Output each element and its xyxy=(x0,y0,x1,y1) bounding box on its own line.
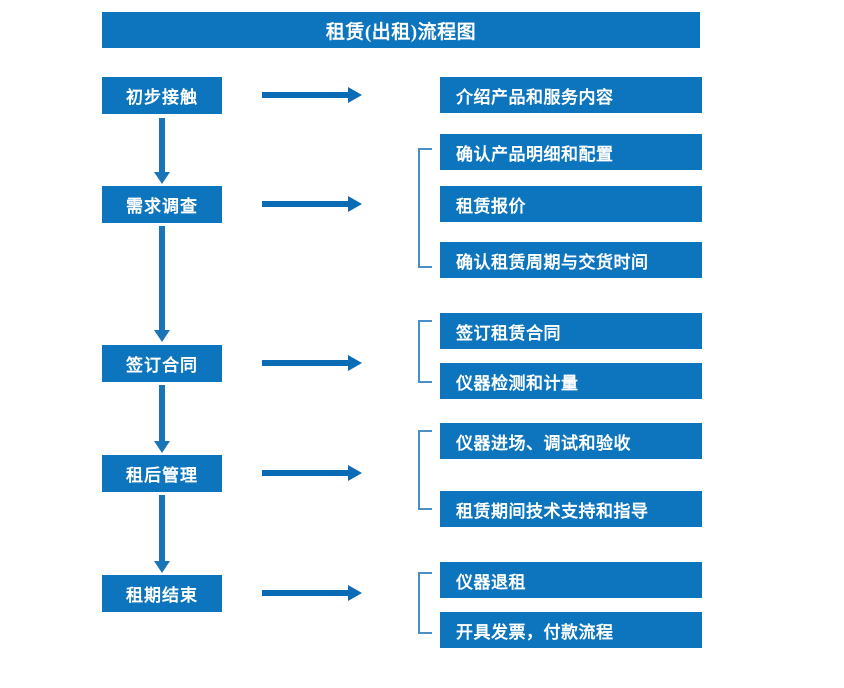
detail-box-1[interactable]: 介绍产品和服务内容 xyxy=(440,77,702,113)
arrow-down-2 xyxy=(151,226,173,342)
arrow-head xyxy=(154,330,170,342)
detail-box-4[interactable]: 确认租赁周期与交货时间 xyxy=(440,242,702,278)
arrow-shaft xyxy=(159,226,165,330)
stage-box-3[interactable]: 签订合同 xyxy=(102,345,222,382)
stage-box-4[interactable]: 租后管理 xyxy=(102,455,222,492)
detail-box-5[interactable]: 签订租赁合同 xyxy=(440,313,702,349)
arrow-shaft xyxy=(159,118,165,172)
arrow-down-4 xyxy=(151,495,173,573)
arrow-right-1 xyxy=(262,84,362,106)
arrow-shaft xyxy=(159,495,165,561)
detail-box-10[interactable]: 开具发票，付款流程 xyxy=(440,612,702,648)
arrow-shaft xyxy=(262,92,350,98)
arrow-right-5 xyxy=(262,582,362,604)
detail-box-2[interactable]: 确认产品明细和配置 xyxy=(440,134,702,170)
arrow-head xyxy=(154,561,170,573)
group-bracket-3 xyxy=(418,320,432,383)
arrow-shaft xyxy=(262,470,350,476)
arrow-shaft xyxy=(159,385,165,441)
arrow-right-4 xyxy=(262,462,362,484)
arrow-shaft xyxy=(262,360,350,366)
arrow-right-2 xyxy=(262,193,362,215)
arrow-shaft xyxy=(262,201,350,207)
arrow-down-3 xyxy=(151,385,173,453)
arrow-head xyxy=(348,196,362,212)
arrow-down-1 xyxy=(151,118,173,184)
detail-box-6[interactable]: 仪器检测和计量 xyxy=(440,363,702,399)
arrow-head xyxy=(348,465,362,481)
detail-box-7[interactable]: 仪器进场、调试和验收 xyxy=(440,423,702,459)
stage-box-5[interactable]: 租期结束 xyxy=(102,575,222,612)
arrow-head xyxy=(154,172,170,184)
flowchart-title: 租赁(出租)流程图 xyxy=(102,12,700,48)
arrow-head xyxy=(348,355,362,371)
arrow-shaft xyxy=(262,590,350,596)
detail-box-9[interactable]: 仪器退租 xyxy=(440,562,702,598)
arrow-head xyxy=(154,441,170,453)
group-bracket-4 xyxy=(418,430,432,510)
group-bracket-5 xyxy=(418,572,432,634)
arrow-head xyxy=(348,585,362,601)
stage-box-2[interactable]: 需求调查 xyxy=(102,186,222,223)
arrow-right-3 xyxy=(262,352,362,374)
stage-box-1[interactable]: 初步接触 xyxy=(102,77,222,114)
detail-box-3[interactable]: 租赁报价 xyxy=(440,186,702,222)
arrow-head xyxy=(348,87,362,103)
group-bracket-2 xyxy=(418,148,432,268)
detail-box-8[interactable]: 租赁期间技术支持和指导 xyxy=(440,491,702,527)
